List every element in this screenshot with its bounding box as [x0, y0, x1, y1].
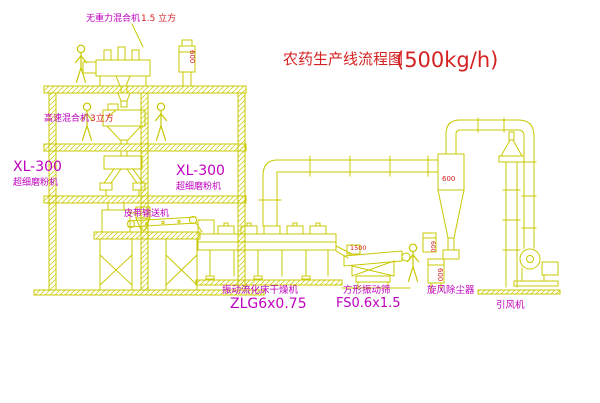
cabinet-1-text: 600: [429, 241, 436, 253]
belt-conveyor: [127, 216, 203, 233]
mill-with-splitter: [99, 150, 146, 197]
diagram-title-capacity: (500kg/h): [396, 48, 498, 72]
control-cabinet-2: 600: [427, 258, 445, 291]
label-belt-conveyor: 皮带输送机: [124, 207, 169, 219]
label-fan: 引风机: [496, 299, 525, 311]
leader-lines: [107, 23, 144, 118]
support-platform: [93, 231, 201, 291]
person-figure: [406, 243, 420, 282]
curved-duct: [445, 117, 537, 249]
person-figure: [74, 44, 88, 83]
label-mill-left-name: 超细磨粉机: [13, 176, 58, 188]
label-mill-mid-model: XL-300: [176, 163, 225, 179]
people: [74, 44, 420, 282]
cabinet-2-text: 600: [436, 268, 444, 281]
diagram-title: 农药生产线流程图: [283, 50, 403, 68]
label-high-mixer: 高速混合机: [44, 112, 89, 124]
label-cyclone: 旋风除尘器: [427, 284, 475, 296]
label-screen-name: 方形振动筛: [343, 284, 391, 296]
fluid-bed-dryer: [195, 219, 353, 286]
person-figure: [154, 102, 168, 141]
screen-dimension-text: 1500: [350, 244, 367, 252]
label-mill-mid-name: 超细磨粉机: [176, 180, 221, 192]
text-labels: 农药生产线流程图 (500kg/h) 无重力混合机 1.5 立方 高速混合机 3…: [13, 12, 525, 312]
cyclone-dimension-text: 600: [442, 175, 455, 183]
induced-draft-fan: [477, 248, 561, 295]
cabinet-roof-text: 600: [188, 50, 196, 63]
control-cabinet-1: 600: [422, 232, 437, 253]
exhaust-duct: [258, 155, 439, 227]
control-cabinet-roof: 600: [178, 39, 196, 87]
label-dryer-name: 振动流化床干燥机: [222, 284, 299, 296]
high-speed-mixer: [102, 92, 146, 145]
ground-left: [33, 289, 265, 296]
label-mill-left-model: XL-300: [13, 159, 62, 175]
exhaust-stack: [498, 131, 525, 288]
ground-right: [477, 289, 561, 295]
label-mixer-top-size: 1.5 立方: [141, 12, 176, 24]
vibrating-screen: [341, 244, 411, 289]
label-mixer-top: 无重力混合机: [86, 12, 140, 24]
label-screen-model: FS0.6x1.5: [336, 296, 401, 311]
label-high-mixer-size: 3立方: [90, 112, 114, 124]
building-structure: [33, 85, 265, 296]
gravity-free-mixer: [82, 46, 151, 94]
label-dryer-model: ZLG6x0.75: [230, 296, 307, 312]
cyclone-dust-collector: 600: [437, 133, 465, 260]
